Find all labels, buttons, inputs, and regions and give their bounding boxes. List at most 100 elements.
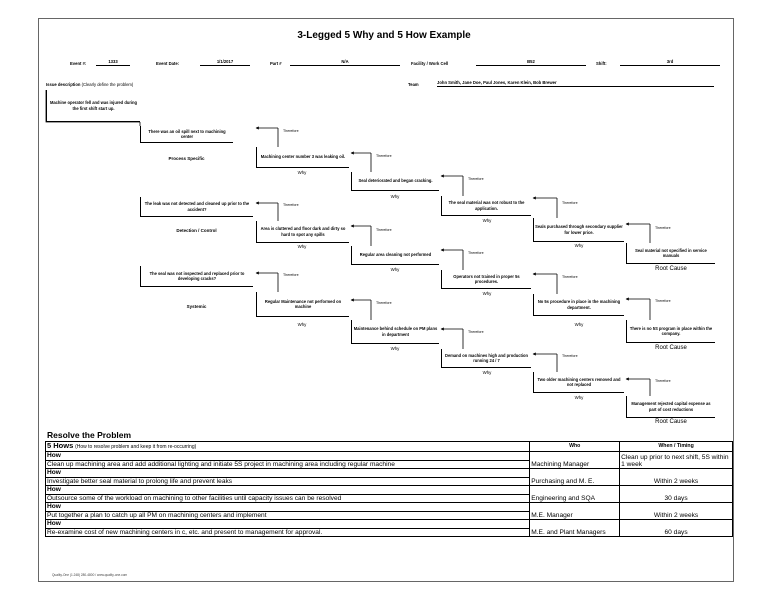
- issue-description-box[interactable]: Machine operator fell and was injured du…: [46, 90, 140, 122]
- systemic-why-6[interactable]: Management rejected capital expense as p…: [626, 396, 715, 418]
- detection-why-1[interactable]: The leak was not detected and cleaned up…: [140, 197, 253, 217]
- therefore-label: Therefore: [376, 301, 392, 305]
- issue-description-label: Issue description (Clearly define the pr…: [46, 82, 134, 87]
- why-label: Why: [297, 322, 307, 327]
- why-label: Why: [482, 291, 492, 296]
- why-label: Why: [482, 370, 492, 375]
- therefore-label: Therefore: [283, 203, 299, 207]
- five-hows-hint: (How to resolve problem and keep it from…: [75, 444, 197, 450]
- event-number-label: Event #:: [70, 61, 87, 66]
- when-cell[interactable]: 30 days: [619, 485, 733, 504]
- category-detection-control: Detection / Control: [176, 228, 217, 233]
- process-why-3[interactable]: Seal deteriorated and began cracking.: [351, 172, 439, 191]
- event-date-value[interactable]: 1/1/2017: [200, 59, 250, 66]
- process-why-4[interactable]: The seal material was not robust to the …: [441, 196, 531, 216]
- when-cell[interactable]: 60 days: [619, 519, 733, 538]
- systemic-why-4[interactable]: Demand on machines high and production r…: [441, 349, 531, 368]
- systemic-why-3[interactable]: Maintenance behind schedule on PM plans …: [351, 320, 439, 344]
- how-label-row: How M.E. and Plant Managers 60 days: [44, 519, 733, 538]
- why-label: Why: [574, 322, 584, 327]
- process-why-1[interactable]: There was an oil spill next to machining…: [140, 126, 233, 143]
- how-label: How: [44, 502, 531, 512]
- how-action-cell[interactable]: Clean up machining area and add addition…: [44, 459, 531, 470]
- therefore-label: Therefore: [655, 226, 671, 230]
- how-label: How: [44, 519, 531, 529]
- detection-why-2[interactable]: Area is cluttered and floor dark and dir…: [256, 221, 349, 243]
- part-number-value[interactable]: N/A: [290, 59, 400, 66]
- why-label: Why: [574, 243, 584, 248]
- how-label-row: How Purchasing and M. E. Within 2 weeks: [44, 468, 733, 487]
- process-why-5[interactable]: Seals purchased through secondary suppli…: [533, 218, 624, 242]
- process-why-6[interactable]: Seal material not specified in service m…: [626, 243, 715, 264]
- page-title: 3-Legged 5 Why and 5 How Example: [297, 30, 471, 41]
- when-cell[interactable]: Clean up prior to next shift, 5S within …: [619, 451, 733, 470]
- therefore-label: Therefore: [562, 201, 578, 205]
- how-label: How: [44, 451, 531, 461]
- why-label: Why: [390, 267, 400, 272]
- shift-value[interactable]: 3rd: [620, 59, 720, 66]
- when-column-header: When / Timing: [619, 440, 733, 453]
- why-label: Why: [574, 395, 584, 400]
- who-cell[interactable]: M.E. Manager: [529, 502, 621, 521]
- five-hows-table: 5 Hows (How to resolve problem and keep …: [44, 440, 733, 538]
- detection-why-6[interactable]: There is no 5S program in place within t…: [626, 320, 715, 343]
- process-why-2[interactable]: Machining center number 3 was leaking oi…: [256, 147, 349, 168]
- therefore-label: Therefore: [283, 273, 299, 277]
- category-process-specific: Process Specific: [168, 156, 205, 161]
- therefore-label: Therefore: [655, 299, 671, 303]
- systemic-why-5[interactable]: Two older machining centers removed and …: [533, 372, 624, 393]
- facility-value[interactable]: B52: [476, 59, 586, 66]
- resolve-heading: Resolve the Problem: [47, 430, 132, 440]
- systemic-why-2[interactable]: Regular Maintenance not performed on mac…: [256, 292, 349, 317]
- who-cell[interactable]: Machining Manager: [529, 451, 621, 470]
- why-label: Why: [390, 194, 400, 199]
- detection-why-5[interactable]: No 5s procedure in place in the machinin…: [533, 294, 624, 316]
- how-label-row: How Machining Manager Clean up prior to …: [44, 451, 733, 470]
- therefore-label: Therefore: [376, 154, 392, 158]
- how-label-row: How Engineering and SQA 30 days: [44, 485, 733, 504]
- who-cell[interactable]: Engineering and SQA: [529, 485, 621, 504]
- therefore-label: Therefore: [562, 275, 578, 279]
- therefore-label: Therefore: [376, 228, 392, 232]
- how-action-cell[interactable]: Investigate better seal material to prol…: [44, 476, 531, 487]
- category-systemic: Systemic: [186, 304, 207, 309]
- when-cell[interactable]: Within 2 weeks: [619, 502, 733, 521]
- who-column-header: Who: [529, 440, 621, 453]
- how-action-cell[interactable]: Put together a plan to catch up all PM o…: [44, 510, 531, 521]
- five-hows-header-row: 5 Hows (How to resolve problem and keep …: [44, 440, 733, 453]
- why-label: Why: [390, 346, 400, 351]
- facility-label: Facility / Work Cell: [411, 61, 449, 66]
- event-date-label: Event Date:: [156, 61, 180, 66]
- systemic-why-1[interactable]: The seal was not inspected and replaced …: [140, 266, 253, 287]
- detection-why-4[interactable]: Operators not trained in proper 5s proce…: [441, 270, 531, 289]
- detection-why-3[interactable]: Regular area cleaning not performed: [351, 246, 439, 265]
- why-label: Why: [297, 244, 307, 249]
- event-number-value[interactable]: 1333: [96, 59, 130, 66]
- therefore-label: Therefore: [468, 330, 484, 334]
- how-action-cell[interactable]: Outsource some of the workload on machin…: [44, 493, 531, 504]
- why-label: Why: [297, 170, 307, 175]
- root-cause-label-process: Root Cause: [655, 266, 687, 272]
- when-cell[interactable]: Within 2 weeks: [619, 468, 733, 487]
- why-label: Why: [482, 218, 492, 223]
- team-value[interactable]: John Smith, Jane Doe, Paul Jones, Karen …: [437, 80, 714, 87]
- how-action-row: Re-examine cost of new machining centers…: [44, 527, 733, 538]
- who-cell[interactable]: M.E. and Plant Managers: [529, 519, 621, 538]
- therefore-label: Therefore: [468, 251, 484, 255]
- therefore-label: Therefore: [468, 177, 484, 181]
- team-label: Team: [408, 82, 419, 87]
- how-label: How: [44, 485, 531, 495]
- who-cell[interactable]: Purchasing and M. E.: [529, 468, 621, 487]
- issue-description-hint: (Clearly define the problem): [81, 82, 134, 87]
- root-cause-label-detection: Root Cause: [655, 345, 687, 351]
- how-action-cell[interactable]: Re-examine cost of new machining centers…: [44, 527, 531, 538]
- how-label-row: How M.E. Manager Within 2 weeks: [44, 502, 733, 521]
- therefore-label: Therefore: [283, 129, 299, 133]
- how-label: How: [44, 468, 531, 478]
- therefore-label: Therefore: [655, 379, 671, 383]
- five-hows-title: 5 Hows (How to resolve problem and keep …: [44, 440, 531, 453]
- shift-label: Shift:: [596, 61, 607, 66]
- therefore-label: Therefore: [562, 354, 578, 358]
- root-cause-label-systemic: Root Cause: [655, 419, 687, 425]
